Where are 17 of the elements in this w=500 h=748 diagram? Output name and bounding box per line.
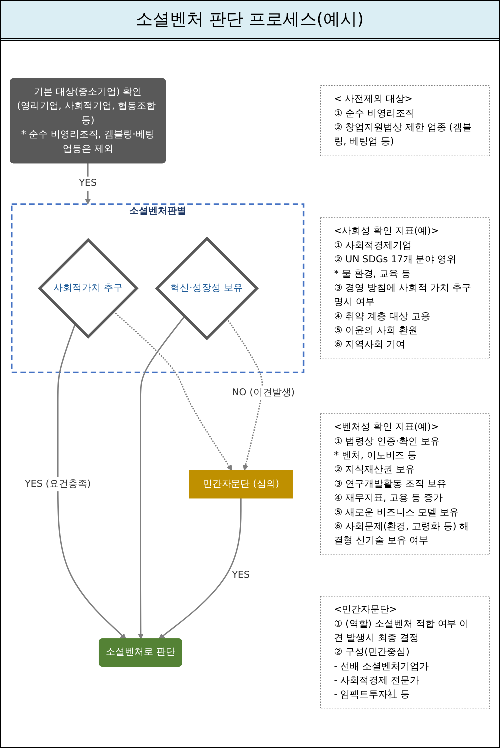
edge-label: YES <box>79 178 97 189</box>
arrow <box>138 316 186 640</box>
edge-label: NO (이견발생) <box>232 388 295 398</box>
arrow <box>226 318 264 471</box>
node-box: <민간자문단> ① (역할) 소셜벤처 적합 여부 이견 발생시 최종 결정 ② 구성(민간중심) - 선배 소셜벤처기업가 - 사회적경제 전문가 - 임팩트투자社 등 <box>320 596 490 710</box>
node-diamond: 사회적가치 추구 <box>38 238 139 339</box>
node-box: < 사전제외 대상> ① 순수 비영리조직 ② 창업지원법상 제한 업종 (갬블링, 베팅업 등) <box>320 86 490 156</box>
node-box: <벤처성 확인 지표(예)> ① 법령상 인증·확인 보유 * 벤처, 이노비즈 등 ② 지식재산권 보유 ③ 연구개발활동 조직 보유 ④ 재무지표, 고용 등 증가 ⑤ 새로운 비즈니스 모델 보유 ⑥ 사회문제(환경, 고령화 등) 해결형 신기술 보유 여부 <box>320 414 490 556</box>
edge-label: YES (요건충족) <box>25 478 92 490</box>
arrow <box>113 311 232 471</box>
edge-label: YES <box>232 570 250 581</box>
arrow <box>158 498 242 640</box>
node-box: 민간자문단 (심의) <box>189 470 294 499</box>
diagram-title: 소셜벤처 판단 프로세스(예시) <box>1 1 499 41</box>
arrow <box>57 324 126 640</box>
node-diamond: 혁신·성장성 보유 <box>155 236 260 340</box>
node-box: <사회성 확인 지표(예)> ① 사회적경제기업 ② UN SDGs 17개 분야 영위 * 물 환경, 교육 등 ③ 경영 방침에 사회적 가치 추구 명시 여부 ④ 취약 계층 대상 고용 ⑤ 이윤의 사회 환원 ⑥ 지역사회 기여 <box>320 218 490 360</box>
